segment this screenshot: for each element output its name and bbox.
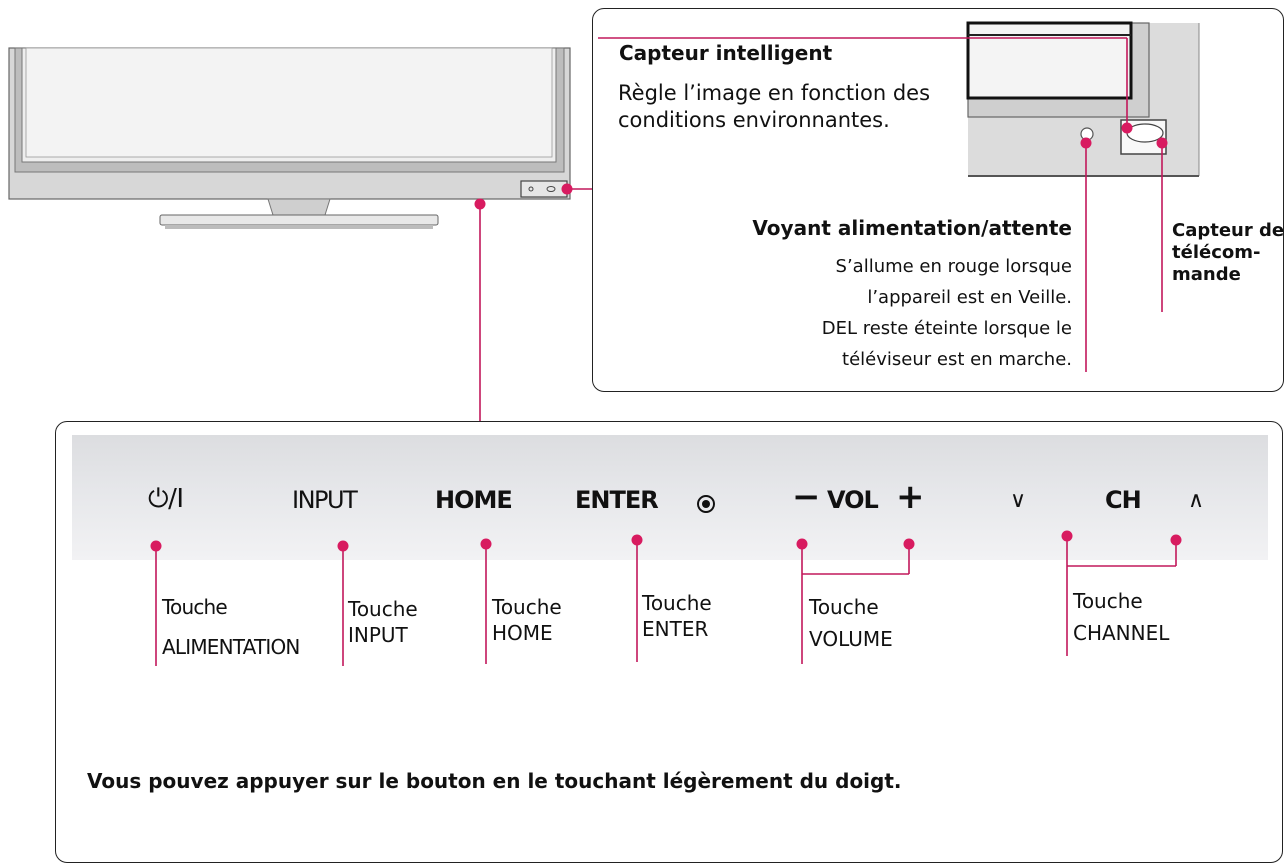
home-key-label-1: Touche	[492, 595, 562, 619]
smart-sensor-desc-1: Règle l’image en fonction des	[618, 81, 931, 105]
volume-key-label-1: Touche	[809, 595, 879, 619]
tv-body	[8, 47, 571, 200]
smart-sensor-desc-2: conditions environnantes.	[618, 108, 890, 132]
power-button[interactable]: ⏻/I	[148, 484, 184, 514]
callout-dot-front	[561, 183, 573, 195]
callout-dot-smart-sensor	[1121, 122, 1133, 134]
power-led-desc-1: S’allume en rouge lorsque	[835, 256, 1072, 277]
callout-dot-remote-sensor	[1156, 137, 1168, 149]
power-key-label-1: Touche	[162, 595, 228, 619]
volume-label: VOL	[827, 486, 879, 514]
callout-dot-power-led	[1080, 137, 1092, 149]
callout-dot-enter	[631, 534, 643, 546]
input-key-label-2: INPUT	[348, 623, 408, 647]
power-key-label-2: ALIMENTATION	[162, 635, 300, 659]
remote-sensor-label-1: Capteur de	[1172, 220, 1284, 241]
input-key-label-1: Touche	[348, 597, 418, 621]
callout-dot-power	[150, 540, 162, 552]
tv-illustration	[8, 47, 571, 229]
power-led-desc-4: téléviseur est en marche.	[842, 349, 1072, 370]
callout-dot-panel	[474, 198, 486, 210]
home-button[interactable]: HOME	[435, 486, 513, 514]
footer-note: Vous pouvez appuyer sur le bouton en le …	[87, 769, 902, 793]
volume-up-button[interactable]: +	[896, 477, 925, 517]
callout-dot-home	[480, 538, 492, 550]
callout-dot-input	[337, 540, 349, 552]
channel-up-button[interactable]: ∧	[1188, 488, 1205, 513]
channel-key-label-2: CHANNEL	[1073, 621, 1170, 645]
input-button[interactable]: INPUT	[292, 486, 358, 514]
power-led-desc-2: l’appareil est en Veille.	[867, 287, 1072, 308]
channel-label: CH	[1105, 486, 1142, 514]
power-led-title: Voyant alimentation/attente	[752, 216, 1072, 240]
callout-dot-ch-down	[1061, 530, 1073, 542]
enter-button[interactable]: ENTER	[575, 486, 659, 514]
channel-down-button[interactable]: ∨	[1010, 488, 1027, 513]
remote-sensor-label-3: mande	[1172, 264, 1241, 285]
power-led-desc-3: DEL reste éteinte lorsque le	[821, 318, 1072, 339]
callout-dot-vol-minus	[796, 538, 808, 550]
enter-key-label-2: ENTER	[642, 617, 709, 641]
volume-key-label-2: VOLUME	[809, 627, 893, 651]
home-key-label-2: HOME	[492, 621, 553, 645]
callout-dot-ch-up	[1170, 534, 1182, 546]
smart-sensor-title: Capteur intelligent	[619, 41, 833, 65]
enter-key-label-1: Touche	[642, 591, 712, 615]
volume-down-button[interactable]: −	[792, 477, 821, 517]
channel-key-label-1: Touche	[1073, 589, 1143, 613]
enter-dot-icon	[697, 495, 715, 513]
callout-dot-vol-plus	[903, 538, 915, 550]
callout-lines	[150, 37, 1182, 666]
remote-sensor-label-2: télécom-	[1172, 242, 1261, 263]
tv-stand	[159, 198, 439, 229]
